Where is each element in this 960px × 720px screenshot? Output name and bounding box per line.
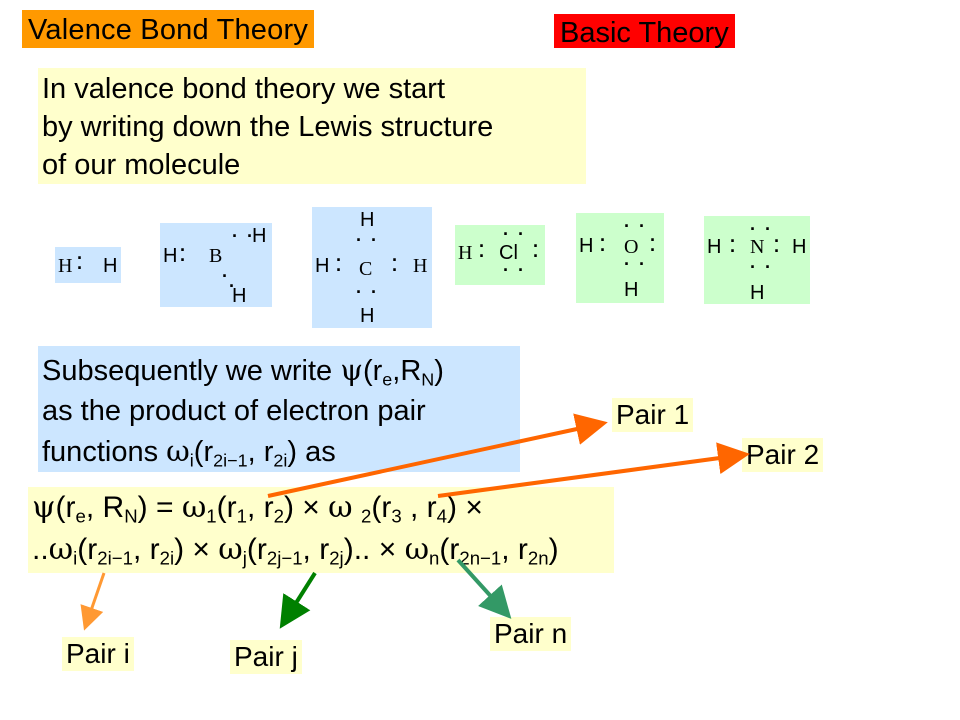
atom-h: H (163, 245, 178, 267)
electron-pair-dots: ·· (650, 230, 658, 260)
electron-pair-dots: ·· (730, 231, 738, 261)
atom-n: N (750, 236, 765, 258)
equation-line-2: ..ωi(r2i−1, r2i) × ωj(r2j−1, r2j).. × ωn… (32, 532, 559, 569)
molecule-hcl: H ·· · · Cl ·· · · (455, 225, 545, 285)
pair-text-line-3: functions ωi(r2i−1, r2i) as (42, 434, 336, 471)
atom-b: B (209, 245, 223, 267)
molecule-h2o: · · H ·· O ·· · · H (576, 213, 664, 303)
electron-pair-dots: · · (750, 219, 773, 239)
electron-pair-dots: ·· (774, 231, 782, 261)
pair-i-label: Pair i (62, 637, 134, 671)
electron-pair-dots: ·· (479, 236, 487, 266)
electron-pair-dots: · · (503, 224, 526, 244)
intro-line-3: of our molecule (42, 149, 241, 181)
pair-2-label: Pair 2 (742, 438, 824, 472)
atom-h: H (750, 282, 765, 304)
molecule-h2: H ·· H (55, 247, 121, 283)
electron-pair-dots: · · (222, 266, 237, 296)
pair-j-label: Pair j (230, 640, 302, 674)
intro-line-1: In valence bond theory we start (42, 73, 446, 105)
molecule-bh3: H ·· B H · · · · H (160, 223, 272, 307)
atom-cl: Cl (499, 242, 518, 264)
atom-o: O (624, 236, 639, 258)
electron-pair-dots: · · (503, 260, 526, 280)
atom-h: H (792, 236, 807, 258)
pair-1-label: Pair 1 (612, 398, 694, 432)
arrow-to-pair-n (456, 558, 512, 619)
arrow-to-pair-j (279, 571, 317, 629)
pair-text-line-1: Subsequently we write ψ(re,RN) (42, 353, 444, 390)
equation-line-1: ψ(re, RN) = ω1(r1, r2) × ω 2(r3 , r4) × (32, 490, 483, 527)
atom-h: H (360, 209, 375, 231)
atom-h: H (579, 235, 594, 257)
electron-pair-dots: · · (624, 216, 647, 236)
electron-pair-dots: · · (232, 226, 255, 246)
atom-h: H (360, 305, 375, 327)
atom-c: C (359, 258, 373, 280)
electron-pair-dots: ·· (336, 250, 344, 280)
atom-h: H (315, 255, 330, 277)
atom-h: H (458, 242, 473, 264)
section-badge: Basic Theory (554, 14, 735, 49)
atom-h: H (707, 236, 722, 258)
intro-line-2: by writing down the Lewis structure (42, 111, 494, 143)
atom-h: H (252, 225, 267, 247)
electron-pair-dots: · · (624, 254, 647, 274)
intro-text-box: In valence bond theory we start by writi… (38, 68, 586, 184)
molecule-nh3: · · H ·· N ·· H · · H (704, 216, 810, 304)
atom-h: H (624, 279, 639, 301)
electron-pair-dots: ·· (77, 248, 85, 278)
pair-text-line-2: as the product of electron pair (42, 395, 426, 427)
arrow-to-pair-1 (267, 413, 608, 498)
slide-title: Valence Bond Theory (22, 10, 315, 48)
arrow-to-pair-2 (437, 442, 750, 498)
atom-h: H (413, 255, 428, 277)
arrow-to-pair-i (80, 572, 106, 631)
electron-pair-dots: ·· (600, 230, 608, 260)
electron-pair-dots: · · (750, 257, 773, 277)
pair-n-label: Pair n (490, 617, 572, 651)
electron-pair-dots: ·· (392, 250, 400, 280)
wavefunction-equation: ψ(re, RN) = ω1(r1, r2) × ω 2(r3 , r4) × … (28, 487, 614, 573)
electron-pair-dots: · · (356, 282, 379, 302)
atom-h: H (58, 255, 73, 277)
electron-pair-dots: ·· (533, 236, 541, 266)
electron-pair-dots: ·· (180, 240, 188, 270)
pair-function-text-box: Subsequently we write ψ(re,RN) as the pr… (38, 346, 520, 472)
atom-h: H (232, 285, 247, 307)
molecule-ch4: H · · H ·· C ·· H · · H (312, 207, 432, 328)
atom-h: H (103, 255, 118, 277)
electron-pair-dots: · · (356, 230, 379, 250)
